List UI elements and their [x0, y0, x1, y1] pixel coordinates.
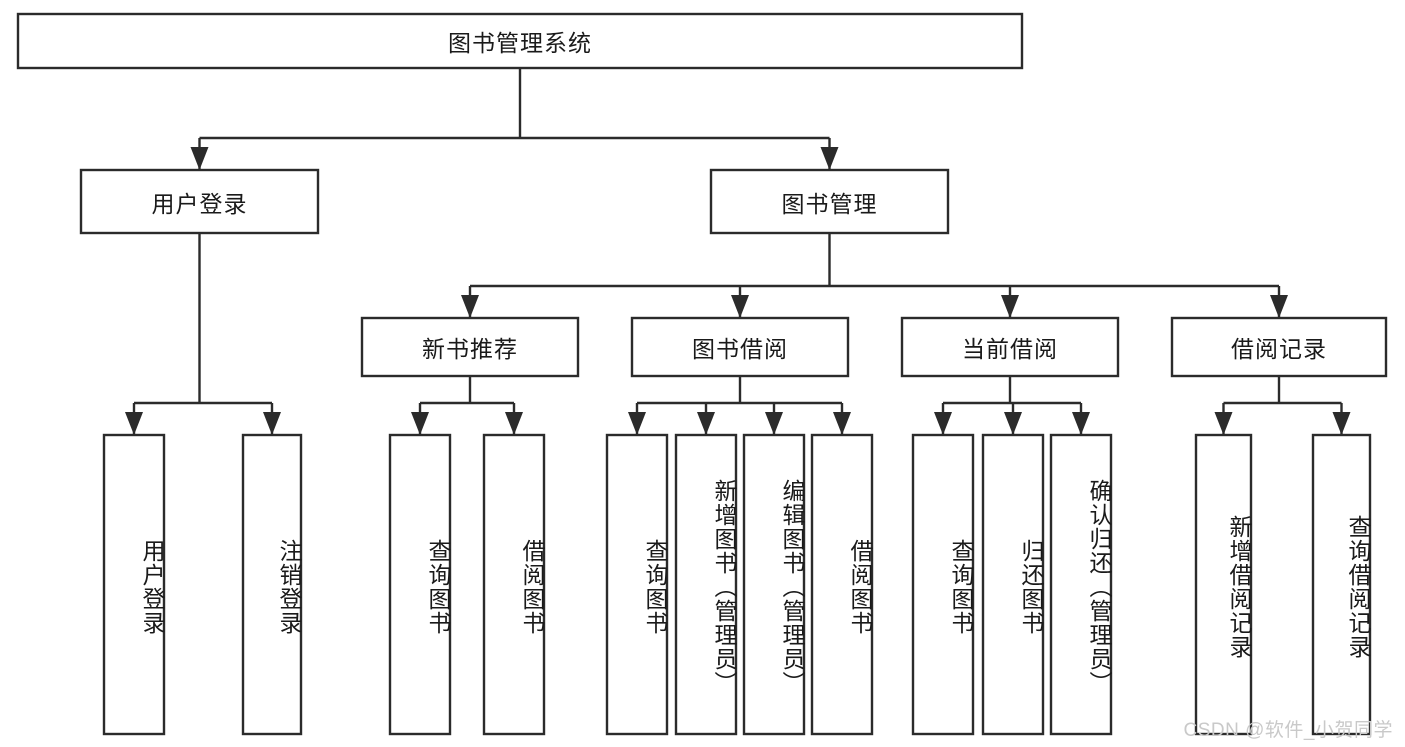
- arrow-head-leaf-query-book-borrow: [628, 412, 646, 435]
- boxes-layer: [16, 12, 1388, 736]
- arrow-head-current-borrow: [1001, 295, 1019, 318]
- arrow-head-new-book-recommend: [461, 295, 479, 318]
- node-box-leaf-confirm-return[interactable]: [1049, 433, 1113, 736]
- arrow-head-leaf-logout: [263, 412, 281, 435]
- arrow-head-book-borrow: [731, 295, 749, 318]
- arrow-head-leaf-query-book-current: [934, 412, 952, 435]
- node-box-root[interactable]: [16, 12, 1024, 70]
- arrow-head-leaf-user-login: [125, 412, 143, 435]
- node-box-leaf-add-book[interactable]: [674, 433, 738, 736]
- arrow-head-borrow-record: [1270, 295, 1288, 318]
- node-box-leaf-add-record[interactable]: [1194, 433, 1253, 736]
- node-box-leaf-borrow-book[interactable]: [810, 433, 874, 736]
- node-box-current-borrow[interactable]: [900, 316, 1120, 378]
- node-box-leaf-query-book-rec[interactable]: [388, 433, 452, 736]
- node-box-user-login[interactable]: [79, 168, 320, 235]
- arrow-head-leaf-query-book-rec: [411, 412, 429, 435]
- arrow-head-leaf-edit-book: [765, 412, 783, 435]
- arrow-head-leaf-confirm-return: [1072, 412, 1090, 435]
- arrow-head-leaf-add-book: [697, 412, 715, 435]
- arrow-head-leaf-borrow-book: [833, 412, 851, 435]
- node-box-new-book-recommend[interactable]: [360, 316, 580, 378]
- node-box-leaf-edit-book[interactable]: [742, 433, 806, 736]
- node-box-leaf-query-book-current[interactable]: [911, 433, 975, 736]
- node-box-borrow-record[interactable]: [1170, 316, 1388, 378]
- arrow-head-leaf-borrow-book-rec: [505, 412, 523, 435]
- arrow-head-user-login: [190, 147, 209, 170]
- node-box-leaf-query-record[interactable]: [1311, 433, 1372, 736]
- arrow-head-leaf-add-record: [1214, 412, 1233, 435]
- node-box-book-manage[interactable]: [709, 168, 950, 235]
- node-box-leaf-return-book[interactable]: [981, 433, 1045, 736]
- node-box-book-borrow[interactable]: [630, 316, 850, 378]
- node-box-leaf-user-login[interactable]: [102, 433, 166, 736]
- connectors-layer: [125, 68, 1351, 435]
- node-box-leaf-logout[interactable]: [241, 433, 303, 736]
- node-box-leaf-borrow-book-rec[interactable]: [482, 433, 546, 736]
- arrow-head-book-manage: [820, 147, 839, 170]
- node-box-leaf-query-book-borrow[interactable]: [605, 433, 669, 736]
- arrow-head-leaf-query-record: [1332, 412, 1351, 435]
- arrow-head-leaf-return-book: [1004, 412, 1022, 435]
